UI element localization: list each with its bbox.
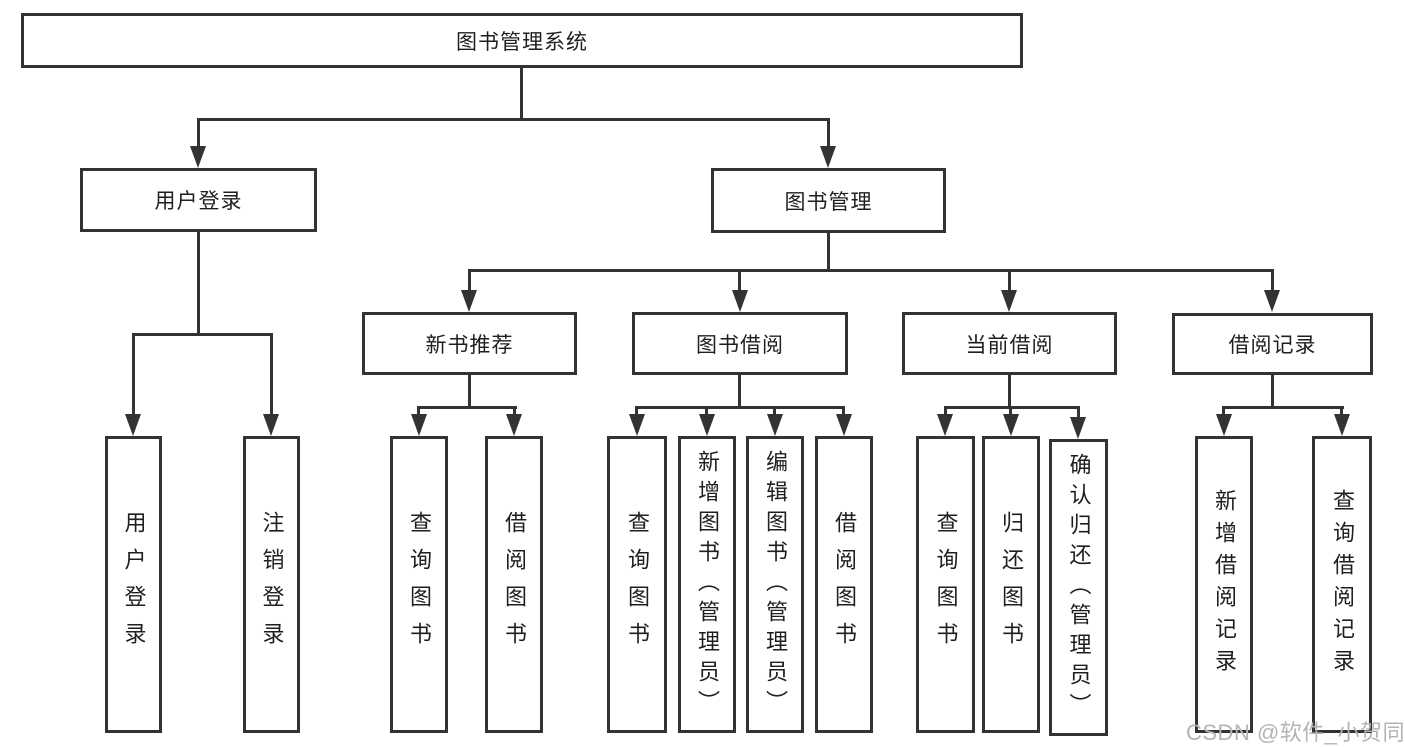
leaf-user-login: 用户登录 (105, 436, 162, 733)
arrow-to-new-book-rec (461, 290, 477, 312)
leaf-logout-label: 注销登录 (259, 510, 285, 659)
node-book-management: 图书管理 (711, 168, 946, 233)
node-user-login: 用户登录 (80, 168, 317, 232)
node-borrow-records-label: 借阅记录 (1228, 334, 1317, 357)
arrow-to-return-books (1003, 414, 1019, 436)
connector-user-login-stem (197, 232, 200, 336)
leaf-borrow-books-2-label: 借阅图书 (832, 510, 857, 659)
connector-book-mgmt-arm-1 (468, 269, 471, 290)
leaf-borrow-books-1-label: 借阅图书 (502, 510, 527, 659)
connector-user-login-rail (132, 333, 273, 336)
leaf-edit-books-admin-label: 编辑图书（管理员） (763, 449, 788, 720)
arrow-to-user-login (190, 146, 206, 168)
node-user-login-label: 用户登录 (154, 190, 243, 213)
connector-book-borrow-arm-3 (773, 406, 776, 415)
arrow-to-confirm-return (1070, 417, 1086, 439)
connector-new-book-arm-2 (513, 406, 516, 415)
connector-book-mgmt-arm-2 (738, 269, 741, 290)
connector-new-book-rail (417, 406, 517, 409)
arrow-to-logout-leaf (263, 414, 279, 436)
connector-current-borrow-rail (944, 406, 1080, 409)
connector-current-borrow-arm-2 (1009, 406, 1012, 415)
leaf-logout: 注销登录 (243, 436, 300, 733)
connector-new-book-arm-1 (417, 406, 420, 415)
connector-current-borrow-arm-1 (944, 406, 947, 415)
leaf-return-books-label: 归还图书 (999, 510, 1024, 659)
leaf-query-books-3: 查询图书 (916, 436, 975, 733)
leaf-edit-books-admin: 编辑图书（管理员） (746, 436, 804, 733)
arrow-to-borrow-records (1264, 290, 1280, 312)
connector-new-book-stem (468, 375, 471, 408)
arrow-to-query-books-3 (937, 414, 953, 436)
arrow-to-query-borrow-record (1334, 414, 1350, 436)
node-root-label: 图书管理系统 (456, 30, 588, 54)
node-new-book-rec: 新书推荐 (362, 312, 577, 375)
connector-root-stem (520, 68, 523, 120)
arrow-to-query-books-2 (629, 414, 645, 436)
leaf-add-borrow-record: 新增借阅记录 (1195, 436, 1253, 733)
connector-book-mgmt-arm-3 (1008, 269, 1011, 290)
leaf-query-books-3-label: 查询图书 (933, 510, 959, 659)
arrow-to-book-borrow (732, 290, 748, 312)
arrow-to-add-borrow-record (1216, 414, 1232, 436)
watermark: CSDN @软件_小贺同学 (1186, 720, 1405, 745)
leaf-return-books: 归还图书 (982, 436, 1040, 733)
connector-book-borrow-stem (738, 375, 741, 408)
node-book-borrow-label: 图书借阅 (696, 333, 784, 357)
arrow-to-add-books (699, 414, 715, 436)
connector-borrow-records-arm-2 (1340, 406, 1343, 415)
arrow-to-edit-books (767, 414, 783, 436)
leaf-query-borrow-record: 查询借阅记录 (1312, 436, 1372, 733)
connector-root-rail (197, 118, 830, 121)
connector-root-arm-right (827, 118, 830, 146)
arrow-to-borrow-books-2 (836, 414, 852, 436)
leaf-borrow-books-1: 借阅图书 (485, 436, 543, 733)
connector-book-borrow-arm-1 (635, 406, 638, 415)
node-borrow-records: 借阅记录 (1172, 313, 1373, 375)
leaf-query-books-1-label: 查询图书 (407, 510, 432, 659)
node-book-management-label: 图书管理 (784, 190, 873, 214)
connector-current-borrow-stem (1008, 375, 1011, 408)
leaf-query-borrow-record-label: 查询借阅记录 (1330, 488, 1355, 681)
leaf-query-books-2: 查询图书 (607, 436, 667, 733)
arrow-to-borrow-books-1 (506, 414, 522, 436)
node-new-book-rec-label: 新书推荐 (425, 333, 514, 357)
node-current-borrow: 当前借阅 (902, 312, 1117, 375)
arrow-to-book-management (820, 146, 836, 168)
node-book-borrow: 图书借阅 (632, 312, 848, 375)
leaf-query-books-2-label: 查询图书 (625, 510, 650, 659)
connector-current-borrow-arm-3 (1077, 406, 1080, 418)
leaf-add-books-admin-label: 新增图书（管理员） (695, 449, 720, 720)
connector-borrow-records-rail (1223, 406, 1344, 409)
node-current-borrow-label: 当前借阅 (965, 333, 1054, 357)
leaf-add-borrow-record-label: 新增借阅记录 (1212, 488, 1237, 681)
connector-book-borrow-arm-2 (705, 406, 708, 415)
connector-user-login-arm-2 (270, 333, 273, 414)
connector-borrow-records-stem (1271, 375, 1274, 408)
leaf-confirm-return-admin-label: 确认归还（管理员） (1066, 452, 1092, 723)
arrow-to-login-leaf (125, 414, 141, 436)
arrow-to-query-books-1 (411, 414, 427, 436)
connector-root-arm-left (197, 118, 200, 146)
connector-user-login-arm-1 (132, 333, 135, 414)
leaf-user-login-label: 用户登录 (121, 510, 147, 659)
connector-book-mgmt-stem (827, 233, 830, 271)
node-root: 图书管理系统 (21, 13, 1023, 68)
leaf-borrow-books-2: 借阅图书 (815, 436, 873, 733)
arrow-to-current-borrow (1001, 290, 1017, 312)
leaf-add-books-admin: 新增图书（管理员） (678, 436, 736, 733)
leaf-confirm-return-admin: 确认归还（管理员） (1049, 439, 1108, 736)
leaf-query-books-1: 查询图书 (390, 436, 448, 733)
connector-book-mgmt-rail (468, 269, 1274, 272)
connector-book-borrow-arm-4 (842, 406, 845, 415)
connector-book-mgmt-arm-4 (1271, 269, 1274, 290)
connector-borrow-records-arm-1 (1222, 406, 1225, 415)
connector-book-borrow-rail (635, 406, 845, 409)
